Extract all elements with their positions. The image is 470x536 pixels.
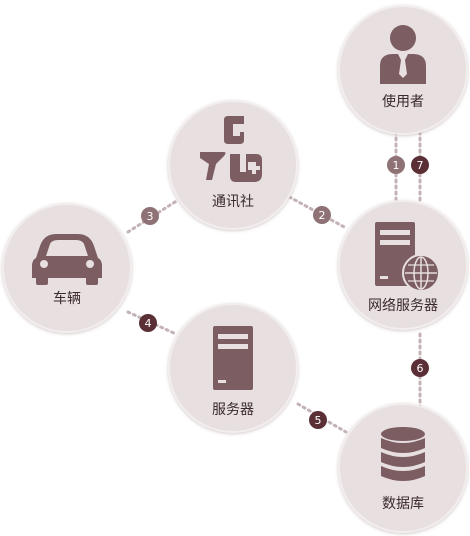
step-badge-7: 7 <box>411 156 429 174</box>
node-database-label: 数据库 <box>382 496 424 512</box>
step-badge-3: 3 <box>141 207 159 225</box>
step-badge-6: 6 <box>411 359 429 377</box>
step-badge-2: 2 <box>313 206 331 224</box>
step-badge-6-text: 6 <box>417 362 424 375</box>
telecom-logos-icon <box>200 116 262 182</box>
connector-server-database <box>296 402 348 434</box>
step-badge-3-text: 3 <box>147 210 154 223</box>
node-database: 数据库 <box>338 403 468 533</box>
node-server-label: 服务器 <box>212 402 254 418</box>
node-user: 使用者 <box>338 5 468 135</box>
step-badge-5-text: 5 <box>315 414 322 427</box>
step-badges: 1 7 2 3 4 6 5 <box>139 156 429 429</box>
car-icon <box>32 234 102 285</box>
node-vehicle-label: 车辆 <box>53 290 81 307</box>
server-icon <box>213 326 253 390</box>
step-badge-4: 4 <box>139 314 157 332</box>
step-badge-4-text: 4 <box>145 317 152 330</box>
node-server: 服务器 <box>168 303 298 433</box>
node-user-label: 使用者 <box>382 93 424 110</box>
node-network-server-label: 网络服务器 <box>368 298 438 314</box>
node-vehicle: 车辆 <box>2 203 132 333</box>
step-badge-2-text: 2 <box>319 209 326 222</box>
node-comm: 通讯社 <box>168 100 298 230</box>
step-badge-1: 1 <box>387 156 405 174</box>
step-badge-7-text: 7 <box>417 159 424 172</box>
step-badge-1-text: 1 <box>393 159 400 172</box>
database-icon <box>381 427 425 481</box>
step-badge-5: 5 <box>309 411 327 429</box>
node-network-server: 网络服务器 <box>338 200 468 330</box>
node-comm-label: 通讯社 <box>212 194 254 210</box>
server-globe-icon <box>375 222 440 292</box>
user-icon <box>380 25 426 84</box>
